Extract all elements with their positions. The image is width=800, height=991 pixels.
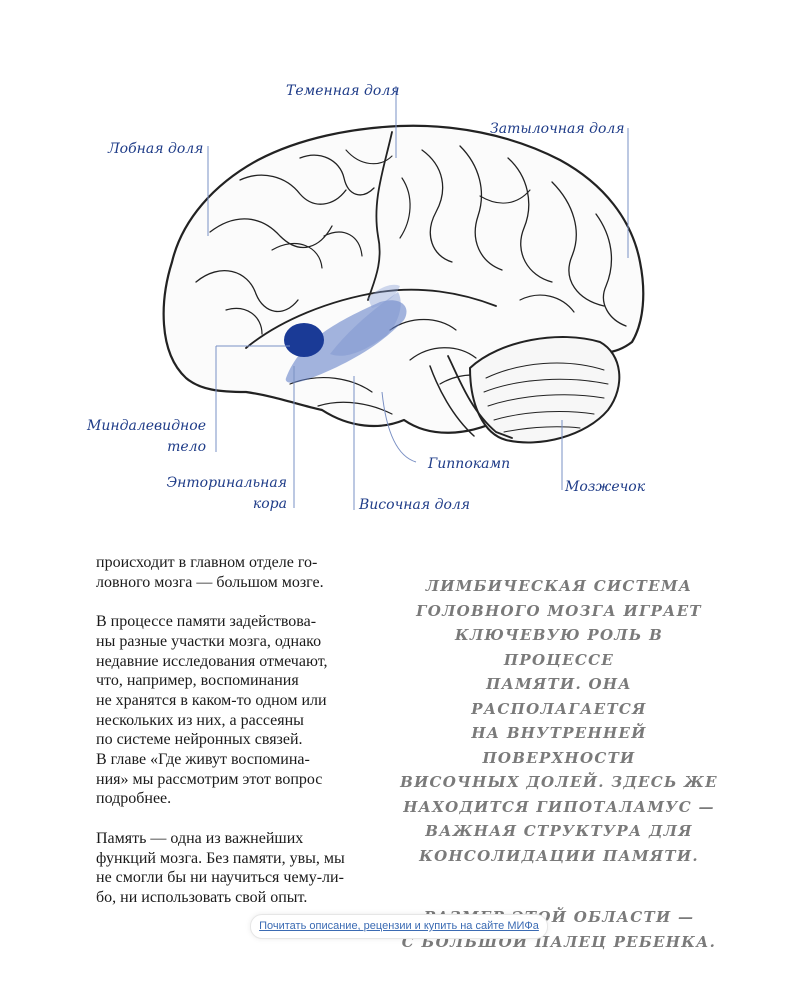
brain-figure: Теменная доля Затылочная доля Лобная дол… [76, 83, 646, 515]
label-amygdala-line2: тело [167, 439, 206, 455]
label-hippocampus: Гиппокамп [428, 456, 511, 472]
amygdala-shape [284, 323, 324, 357]
label-occipital-lobe: Затылочная доля [490, 121, 625, 137]
label-entorhinal-line2: кора [252, 496, 287, 512]
paragraph-2: В процессе памяти задействова- ны разные… [96, 613, 328, 808]
label-cerebellum: Мозжечок [565, 479, 646, 495]
label-entorhinal-cortex: Энторинальная кора [150, 473, 287, 515]
pull-quote-1: ЛИМБИЧЕСКАЯ СИСТЕМА ГОЛОВНОГО МОЗГА ИГРА… [400, 577, 718, 865]
body-text-column: происходит в главном отделе го- ловного … [96, 553, 371, 927]
brain-illustration [162, 86, 645, 510]
label-entorhinal-line1: Энторинальная [166, 475, 287, 491]
label-amygdala: Миндалевидное тело [76, 416, 206, 458]
mif-store-link[interactable]: Почитать описание, рецензии и купить на … [250, 914, 548, 939]
label-frontal-lobe: Лобная доля [108, 141, 204, 157]
paragraph-1: происходит в главном отделе го- ловного … [96, 554, 324, 591]
label-temporal-lobe: Височная доля [359, 497, 471, 513]
paragraph-3: Память — одна из важнейших функций мозга… [96, 829, 345, 906]
limbic-highlight [284, 284, 407, 383]
label-amygdala-line1: Миндалевидное [87, 418, 206, 434]
leader-lines [207, 86, 629, 510]
label-parietal-lobe: Теменная доля [286, 83, 400, 99]
